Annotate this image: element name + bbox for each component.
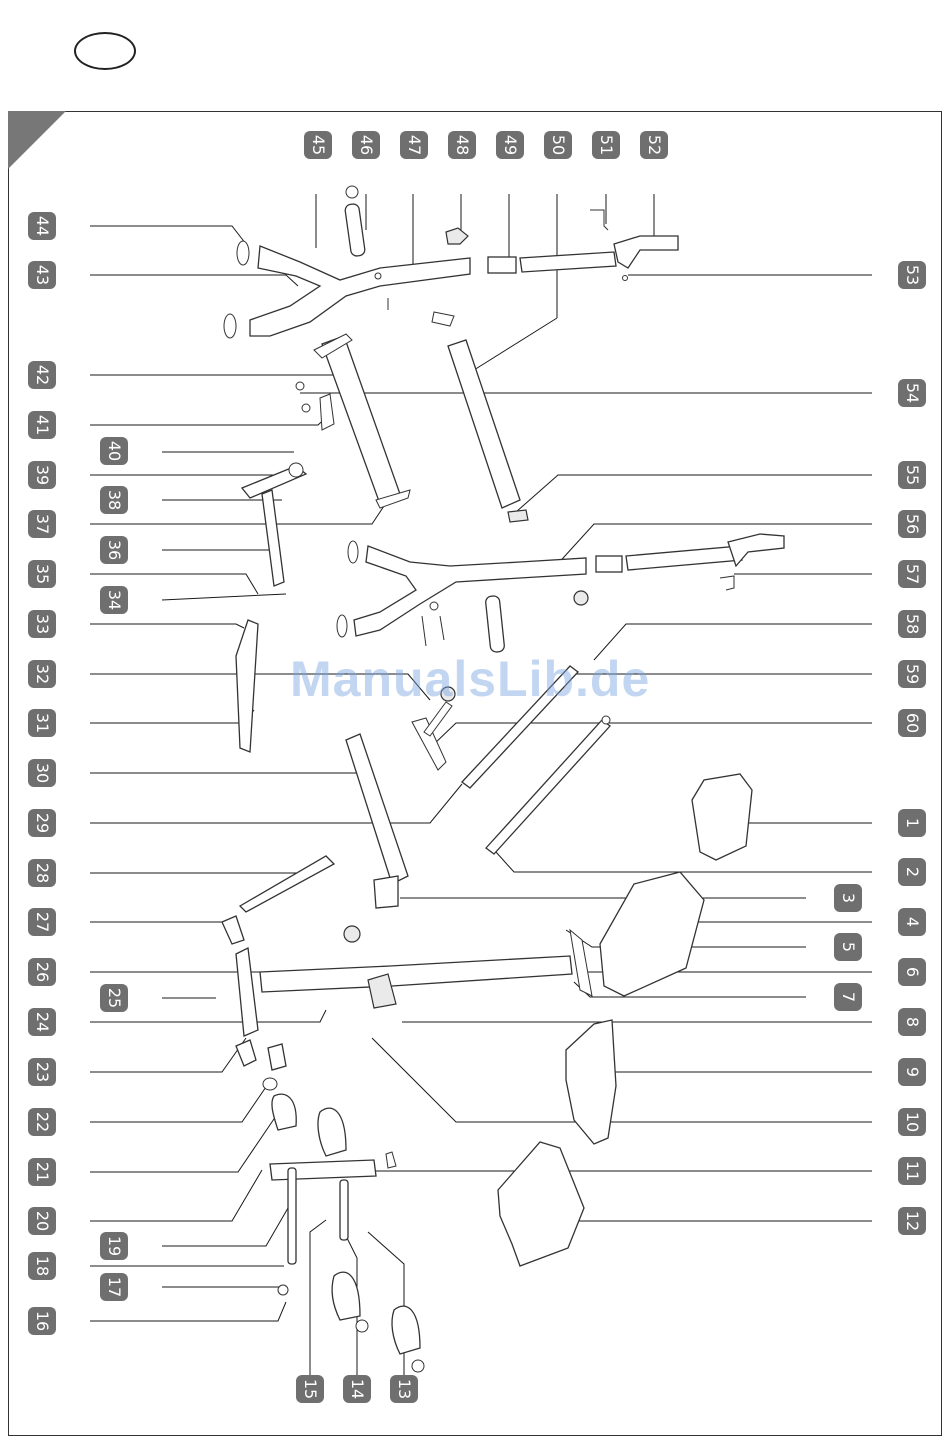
callout-badge-15: 15 xyxy=(296,1375,324,1403)
callout-badge-43: 43 xyxy=(28,261,56,289)
callout-badge-29: 29 xyxy=(28,809,56,837)
callout-badge-59: 59 xyxy=(898,660,926,688)
callout-badge-55: 55 xyxy=(898,461,926,489)
callout-badge-26: 26 xyxy=(28,958,56,986)
callout-badge-54: 54 xyxy=(898,379,926,407)
callout-badge-24: 24 xyxy=(28,1008,56,1036)
callout-badge-38: 38 xyxy=(100,486,128,514)
callout-badge-56: 56 xyxy=(898,510,926,538)
callout-badge-13: 13 xyxy=(390,1375,418,1403)
callout-badge-40: 40 xyxy=(100,437,128,465)
callout-badge-10: 10 xyxy=(898,1108,926,1136)
callout-badge-35: 35 xyxy=(28,560,56,588)
callout-badge-50: 50 xyxy=(544,131,572,159)
watermark: ManualsLib.de xyxy=(290,650,650,708)
callout-badge-53: 53 xyxy=(898,261,926,289)
callout-badge-1: 1 xyxy=(898,809,926,837)
callout-badge-6: 6 xyxy=(898,958,926,986)
callout-badge-7: 7 xyxy=(834,983,862,1011)
callout-badge-9: 9 xyxy=(898,1058,926,1086)
callout-badge-19: 19 xyxy=(100,1232,128,1260)
callout-badge-21: 21 xyxy=(28,1158,56,1186)
callout-badge-46: 46 xyxy=(352,131,380,159)
callout-badge-39: 39 xyxy=(28,461,56,489)
callout-badge-34: 34 xyxy=(100,586,128,614)
callout-badge-32: 32 xyxy=(28,660,56,688)
callout-badge-12: 12 xyxy=(898,1207,926,1235)
callout-badge-48: 48 xyxy=(448,131,476,159)
callout-badge-60: 60 xyxy=(898,709,926,737)
callout-badge-11: 11 xyxy=(898,1157,926,1185)
callout-badge-52: 52 xyxy=(640,131,668,159)
callout-badge-51: 51 xyxy=(592,131,620,159)
callout-badge-23: 23 xyxy=(28,1058,56,1086)
callout-badge-5: 5 xyxy=(834,933,862,961)
callout-badge-16: 16 xyxy=(28,1307,56,1335)
callout-badge-28: 28 xyxy=(28,859,56,887)
callout-badge-57: 57 xyxy=(898,560,926,588)
callout-badge-30: 30 xyxy=(28,759,56,787)
callout-badge-41: 41 xyxy=(28,411,56,439)
callout-badge-45: 45 xyxy=(304,131,332,159)
callout-badge-20: 20 xyxy=(28,1207,56,1235)
callout-badge-36: 36 xyxy=(100,536,128,564)
callout-badge-18: 18 xyxy=(28,1252,56,1280)
callout-badge-49: 49 xyxy=(496,131,524,159)
callout-badge-14: 14 xyxy=(343,1375,371,1403)
leader-lines xyxy=(90,194,872,1376)
callout-badge-58: 58 xyxy=(898,610,926,638)
callout-badge-25: 25 xyxy=(100,984,128,1012)
callout-badge-33: 33 xyxy=(28,610,56,638)
callout-badge-27: 27 xyxy=(28,908,56,936)
callout-badge-3: 3 xyxy=(834,884,862,912)
callout-badge-22: 22 xyxy=(28,1108,56,1136)
callout-badge-47: 47 xyxy=(400,131,428,159)
lower-frame-assembly xyxy=(222,463,784,1372)
callout-badge-8: 8 xyxy=(898,1008,926,1036)
callout-badge-42: 42 xyxy=(28,361,56,389)
callout-badge-4: 4 xyxy=(898,908,926,936)
callout-badge-17: 17 xyxy=(100,1273,128,1301)
callout-badge-2: 2 xyxy=(898,858,926,886)
callout-badge-44: 44 xyxy=(28,212,56,240)
callout-badge-37: 37 xyxy=(28,510,56,538)
callout-badge-31: 31 xyxy=(28,709,56,737)
